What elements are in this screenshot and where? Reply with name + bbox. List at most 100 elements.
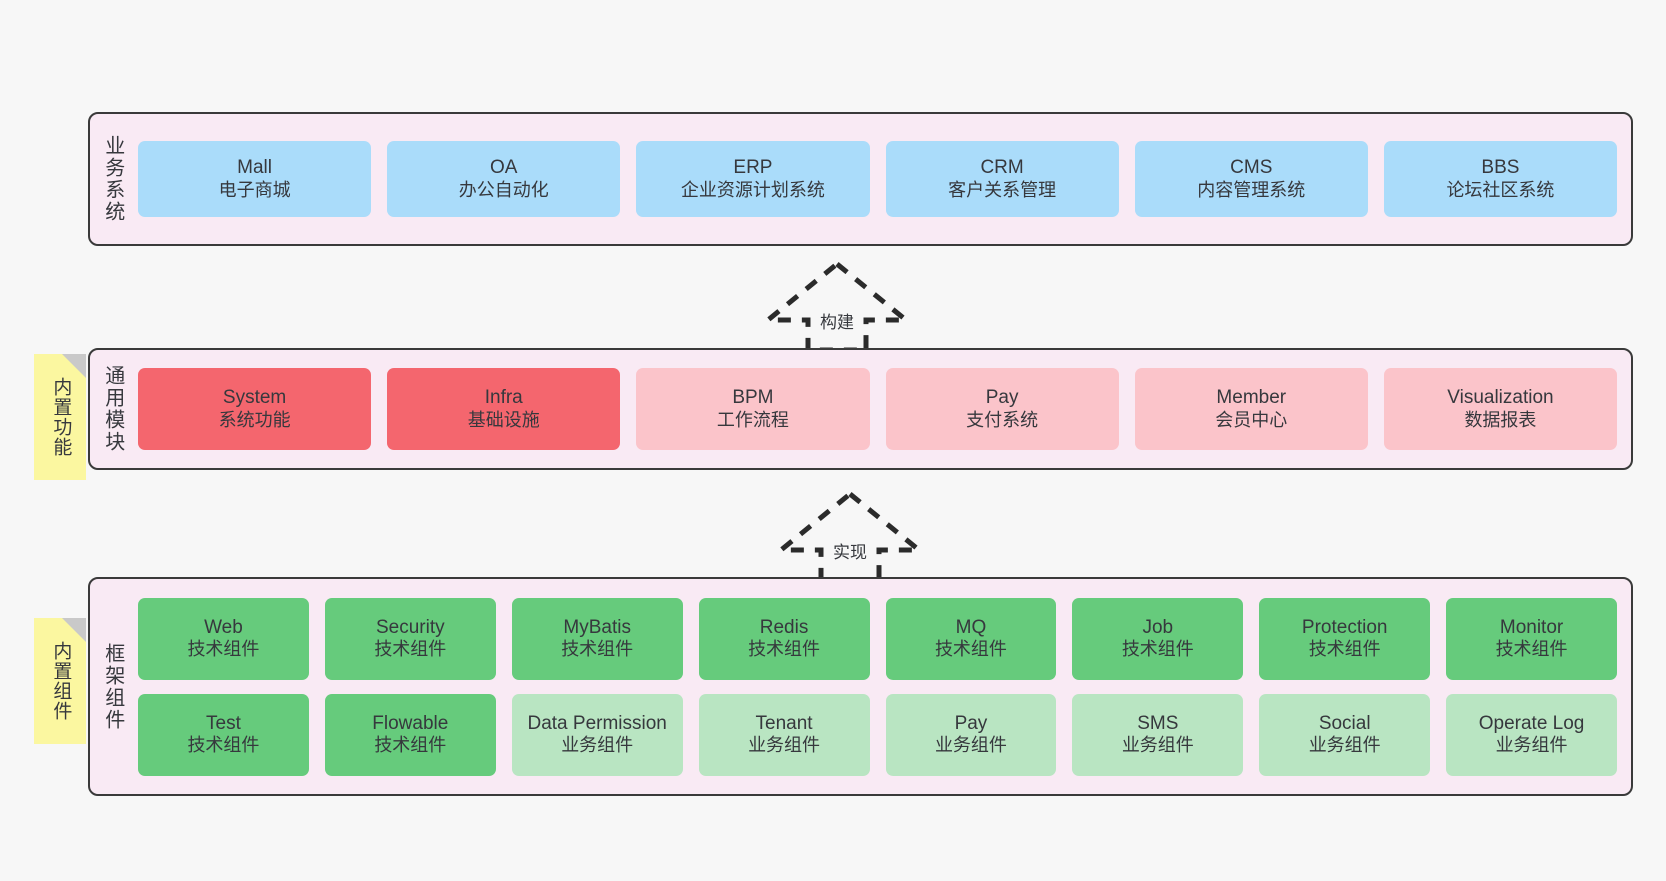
- layer-framework-label: 框架组件: [101, 642, 124, 731]
- card-subtitle: 业务组件: [1495, 735, 1568, 756]
- arrow-build-icon: [762, 260, 912, 353]
- business-card-grid: Mall 电子商城 OA 办公自动化 ERP 企业资源计划系统 CRM 客户关系…: [134, 114, 1631, 244]
- common-card-grid: System 系统功能 Infra 基础设施 BPM 工作流程 Pay 支付系统…: [134, 350, 1631, 468]
- card-system[interactable]: System 系统功能: [138, 368, 372, 450]
- card-title: OA: [490, 157, 518, 179]
- card-subtitle: 业务组件: [1121, 735, 1194, 756]
- card-title: Pay: [954, 712, 988, 734]
- card-data-permission[interactable]: Data Permission 业务组件: [511, 693, 683, 776]
- card-title: Security: [375, 616, 445, 638]
- card-protection[interactable]: Protection 技术组件: [1259, 597, 1431, 680]
- card-subtitle: 基础设施: [467, 409, 540, 430]
- card-subtitle: 业务组件: [1308, 735, 1381, 756]
- card-title: CMS: [1230, 157, 1273, 179]
- card-title: Visualization: [1447, 387, 1554, 409]
- card-subtitle: 技术组件: [561, 639, 634, 660]
- card-subtitle: 客户关系管理: [948, 179, 1057, 200]
- card-erp[interactable]: ERP 企业资源计划系统: [636, 141, 870, 217]
- card-title: System: [222, 387, 287, 409]
- sticky-label: 内置组件: [50, 641, 72, 721]
- card-mall[interactable]: Mall 电子商城: [138, 141, 372, 217]
- card-subtitle: 技术组件: [1308, 639, 1381, 660]
- card-test[interactable]: Test 技术组件: [138, 693, 309, 776]
- arrow-build-label: 构建: [820, 313, 854, 332]
- card-operate-log[interactable]: Operate Log 业务组件: [1446, 693, 1617, 776]
- card-subtitle: 技术组件: [1121, 639, 1194, 660]
- card-subtitle: 技术组件: [187, 735, 260, 756]
- card-visualization[interactable]: Visualization 数据报表: [1383, 368, 1618, 450]
- layer-common-label: 通用模块: [101, 365, 124, 453]
- card-subtitle: 业务组件: [748, 735, 821, 756]
- card-subtitle: 技术组件: [374, 639, 447, 660]
- card-title: Redis: [759, 616, 809, 638]
- card-title: Infra: [484, 387, 523, 409]
- card-subtitle: 技术组件: [1495, 639, 1568, 660]
- card-subtitle: 技术组件: [374, 735, 447, 756]
- card-title: CRM: [980, 157, 1024, 179]
- card-title: Pay: [985, 387, 1019, 409]
- arrow-implement-label: 实现: [833, 543, 867, 562]
- card-crm[interactable]: CRM 客户关系管理: [885, 141, 1119, 217]
- card-cms[interactable]: CMS 内容管理系统: [1134, 141, 1368, 217]
- sticky-note-builtin-components: 内置组件: [34, 618, 86, 744]
- layer-business-systems: 业务系统 Mall 电子商城 OA 办公自动化 ERP 企业资源计划系统 CRM…: [88, 112, 1633, 246]
- card-pay[interactable]: Pay 支付系统: [885, 368, 1119, 450]
- card-infra[interactable]: Infra 基础设施: [387, 368, 621, 450]
- arrow-implement-icon: [775, 490, 925, 583]
- card-job[interactable]: Job 技术组件: [1072, 597, 1244, 680]
- card-subtitle: 会员中心: [1215, 409, 1288, 430]
- card-title: Mall: [237, 157, 272, 179]
- sticky-note-builtin-features: 内置功能: [34, 354, 86, 480]
- card-subtitle: 论坛社区系统: [1446, 179, 1555, 200]
- card-web[interactable]: Web 技术组件: [138, 597, 309, 680]
- card-pay-business[interactable]: Pay 业务组件: [885, 693, 1057, 776]
- card-mybatis[interactable]: MyBatis 技术组件: [511, 597, 683, 680]
- card-bbs[interactable]: BBS 论坛社区系统: [1383, 141, 1618, 217]
- card-title: ERP: [733, 157, 773, 179]
- card-title: BBS: [1481, 157, 1520, 179]
- card-title: Monitor: [1499, 616, 1564, 638]
- common-card-row: System 系统功能 Infra 基础设施 BPM 工作流程 Pay 支付系统…: [138, 368, 1618, 450]
- card-subtitle: 系统功能: [218, 409, 291, 430]
- card-title: Member: [1216, 387, 1287, 409]
- framework-card-row-business: Test 技术组件 Flowable 技术组件 Data Permission …: [138, 693, 1617, 776]
- card-subtitle: 数据报表: [1464, 409, 1537, 430]
- card-subtitle: 工作流程: [716, 409, 789, 430]
- layer-business-label: 业务系统: [101, 135, 124, 223]
- card-sms[interactable]: SMS 业务组件: [1072, 693, 1244, 776]
- card-subtitle: 技术组件: [187, 639, 260, 660]
- arrow-build: 构建: [762, 258, 912, 353]
- card-tenant[interactable]: Tenant 业务组件: [698, 693, 870, 776]
- card-member[interactable]: Member 会员中心: [1134, 368, 1368, 450]
- framework-card-row-tech: Web 技术组件 Security 技术组件 MyBatis 技术组件 Redi…: [138, 597, 1617, 680]
- card-title: Data Permission: [527, 712, 667, 734]
- card-subtitle: 技术组件: [934, 639, 1007, 660]
- card-oa[interactable]: OA 办公自动化: [387, 141, 621, 217]
- card-title: MyBatis: [563, 616, 631, 638]
- card-subtitle: 企业资源计划系统: [680, 179, 825, 200]
- card-monitor[interactable]: Monitor 技术组件: [1446, 597, 1617, 680]
- card-title: Protection: [1301, 616, 1388, 638]
- card-social[interactable]: Social 业务组件: [1259, 693, 1431, 776]
- card-subtitle: 电子商城: [218, 179, 291, 200]
- card-security[interactable]: Security 技术组件: [324, 597, 496, 680]
- card-title: Operate Log: [1478, 712, 1585, 734]
- card-title: Test: [206, 712, 241, 734]
- card-title: Social: [1318, 712, 1371, 734]
- sticky-label: 内置功能: [50, 377, 72, 457]
- arrow-implement: 实现: [775, 488, 925, 583]
- card-title: Flowable: [372, 712, 449, 734]
- card-title: Tenant: [755, 712, 813, 734]
- card-title: MQ: [955, 616, 987, 638]
- card-title: Job: [1142, 616, 1174, 638]
- card-title: Web: [204, 616, 243, 638]
- card-subtitle: 业务组件: [561, 735, 634, 756]
- card-flowable[interactable]: Flowable 技术组件: [324, 693, 496, 776]
- card-redis[interactable]: Redis 技术组件: [698, 597, 870, 680]
- card-title: BPM: [732, 387, 774, 409]
- card-bpm[interactable]: BPM 工作流程: [636, 368, 870, 450]
- card-mq[interactable]: MQ 技术组件: [885, 597, 1057, 680]
- fold-corner-icon: [62, 354, 86, 378]
- card-subtitle: 业务组件: [934, 735, 1007, 756]
